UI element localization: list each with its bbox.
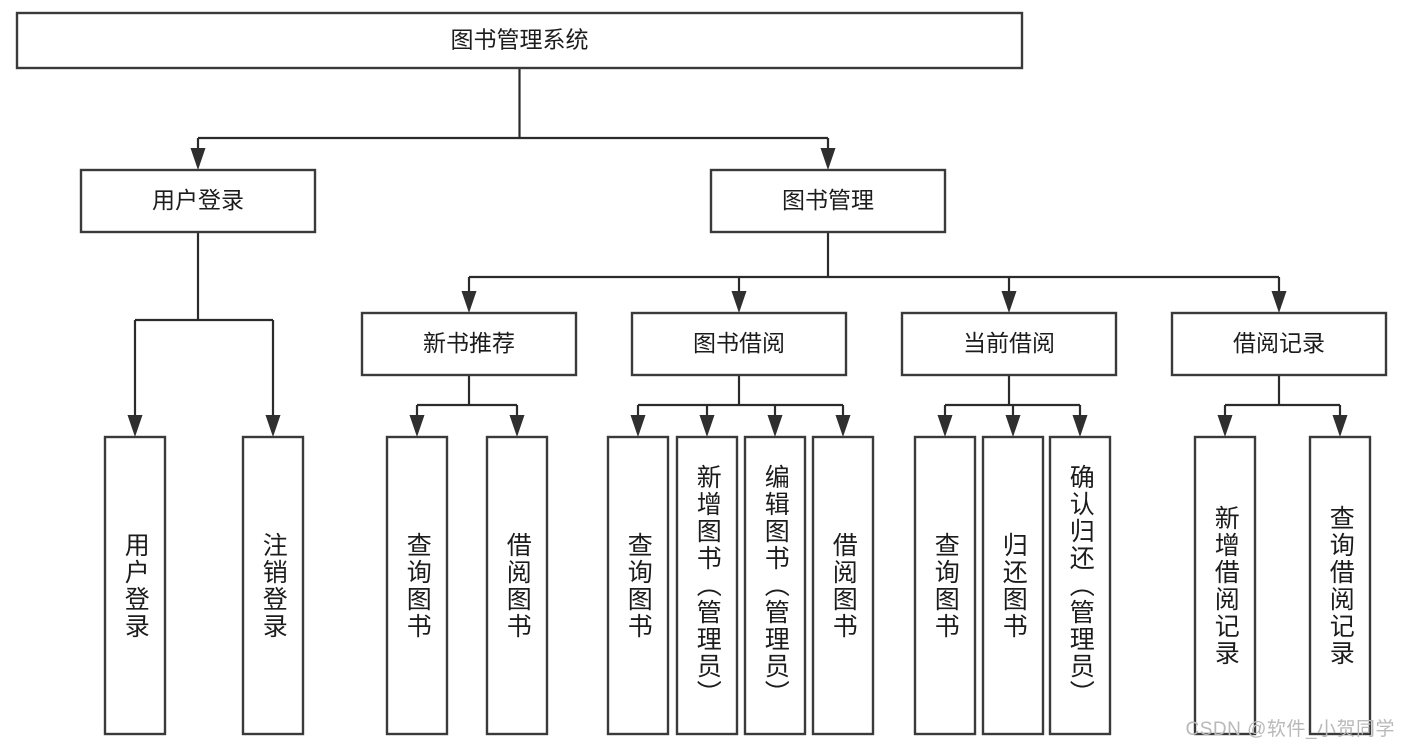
arrow-to-leaf-confirm-return — [1072, 415, 1088, 437]
node-new-book-recommend-label: 新书推荐 — [423, 330, 515, 356]
arrow-to-borrow-record — [1271, 291, 1287, 313]
node-borrow-record-label: 借阅记录 — [1233, 330, 1325, 356]
node-user-login-label: 用户登录 — [152, 187, 244, 213]
node-leaf-query-record-box[interactable] — [1308, 435, 1372, 736]
connectors-layer — [127, 68, 1348, 437]
arrow-to-book-manage — [820, 148, 836, 170]
arrow-to-leaf-add-book — [699, 415, 715, 437]
arrow-to-leaf-query-book-1 — [409, 415, 425, 437]
node-leaf-query-book-2-box[interactable] — [606, 435, 670, 736]
node-current-borrow-box[interactable] — [900, 311, 1118, 377]
arrow-to-leaf-query-book-3 — [937, 415, 953, 437]
node-leaf-query-book-3-box[interactable] — [913, 435, 977, 736]
arrow-to-leaf-add-record — [1217, 415, 1233, 437]
arrow-to-book-borrow — [731, 291, 747, 313]
node-root-box[interactable] — [15, 11, 1024, 70]
node-leaf-logout-box[interactable] — [241, 435, 305, 736]
node-book-manage-box[interactable] — [709, 168, 947, 234]
node-leaf-add-record-box[interactable] — [1193, 435, 1257, 736]
node-book-borrow-label: 图书借阅 — [693, 330, 785, 356]
node-current-borrow-label: 当前借阅 — [963, 330, 1055, 356]
arrow-to-leaf-query-book-2 — [630, 415, 646, 437]
node-user-login-box[interactable] — [79, 168, 317, 234]
node-root-label: 图书管理系统 — [451, 27, 589, 53]
arrow-to-leaf-query-record — [1332, 415, 1348, 437]
node-book-manage-label: 图书管理 — [782, 187, 874, 213]
arrow-to-leaf-logout — [265, 415, 281, 437]
node-leaf-borrow-book-1-box[interactable] — [485, 435, 549, 736]
arrow-to-leaf-edit-book — [767, 415, 783, 437]
node-leaf-return-book-box[interactable] — [981, 435, 1045, 736]
node-borrow-record-box[interactable] — [1170, 311, 1388, 377]
arrow-to-current-borrow — [1001, 291, 1017, 313]
arrow-to-leaf-user-login — [127, 415, 143, 437]
node-leaf-confirm-return-box[interactable] — [1048, 435, 1112, 736]
arrow-to-user-login — [190, 148, 206, 170]
node-new-book-recommend-box[interactable] — [360, 311, 578, 377]
arrow-to-leaf-borrow-book-1 — [509, 415, 525, 437]
watermark-text: CSDN @软件_小贺同学 — [1185, 719, 1395, 740]
arrow-to-leaf-borrow-book-2 — [835, 415, 851, 437]
node-leaf-user-login-box[interactable] — [103, 435, 167, 736]
node-leaf-borrow-book-2-box[interactable] — [811, 435, 875, 736]
boxes-layer — [15, 11, 1388, 736]
node-book-borrow-box[interactable] — [630, 311, 848, 377]
arrow-to-leaf-return-book — [1005, 415, 1021, 437]
arrow-to-new-book-recommend — [461, 291, 477, 313]
node-leaf-query-book-1-box[interactable] — [385, 435, 449, 736]
node-leaf-add-book-box[interactable] — [675, 435, 739, 736]
node-leaf-edit-book-box[interactable] — [743, 435, 807, 736]
